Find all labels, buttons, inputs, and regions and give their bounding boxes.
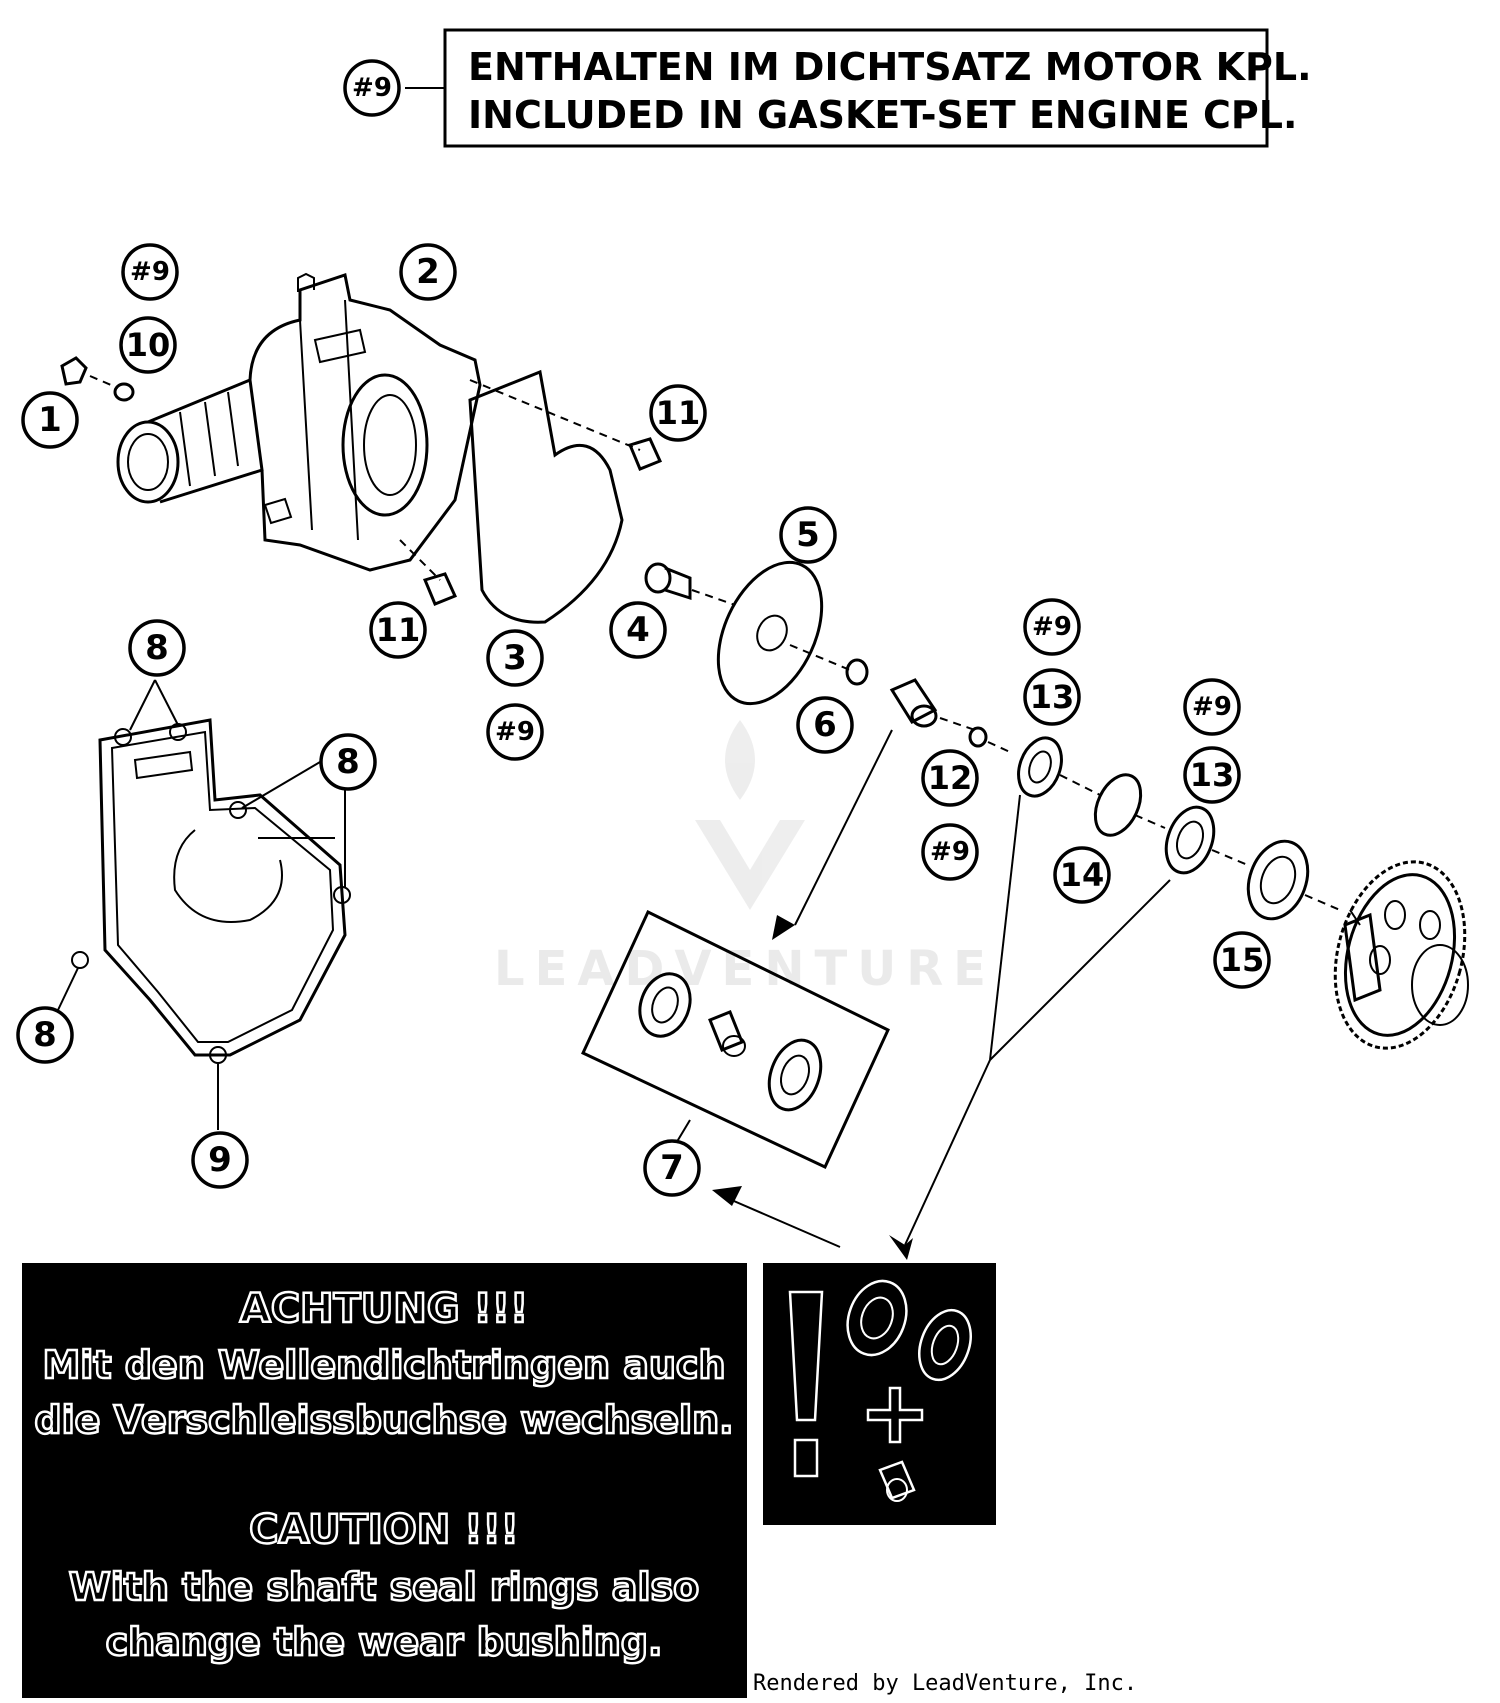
svg-text:7: 7 <box>660 1148 684 1188</box>
part-10-washer <box>113 382 135 402</box>
callout-9-right: #9 <box>1183 678 1241 736</box>
callout-9-bottom: 9 <box>191 1131 249 1189</box>
svg-text:11: 11 <box>656 394 701 432</box>
part-1-bolt <box>60 356 119 389</box>
callout-14: 14 <box>1053 846 1111 904</box>
svg-text:#9: #9 <box>495 717 535 747</box>
callout-11-lower: 11 <box>369 601 427 659</box>
svg-text:#9: #9 <box>352 73 392 103</box>
callout-13-inner: 13 <box>1023 668 1081 726</box>
svg-text:2: 2 <box>416 252 440 292</box>
warning-text-box: ACHTUNG !!! Mit den Wellendichtringen au… <box>22 1263 747 1698</box>
legend: ENTHALTEN IM DICHTSATZ MOTOR KPL. INCLUD… <box>405 28 1312 148</box>
callout-5: 5 <box>779 506 837 564</box>
svg-text:5: 5 <box>796 515 820 555</box>
svg-text:#9: #9 <box>1032 612 1072 642</box>
drive-gear <box>1333 860 1469 1050</box>
legend-line-1: ENTHALTEN IM DICHTSATZ MOTOR KPL. <box>468 45 1312 89</box>
svg-text:6: 6 <box>813 705 837 745</box>
part-8-cover-gasket <box>71 718 351 1064</box>
callout-10: 10 <box>119 316 177 374</box>
svg-text:8: 8 <box>33 1015 57 1055</box>
leadventure-watermark: LEADVENTURE <box>494 720 996 997</box>
warning-line-1-de: Mit den Wellendichtringen auch <box>42 1343 725 1387</box>
callout-12: 12 <box>921 749 979 807</box>
svg-text:1: 1 <box>38 400 62 440</box>
callout-8-top: 8 <box>128 619 186 677</box>
legend-line-2: INCLUDED IN GASKET-SET ENGINE CPL. <box>468 93 1297 137</box>
leader-lines <box>57 679 1171 1260</box>
callout-1: 1 <box>21 391 79 449</box>
part-13-shaft-seal-inner <box>1017 736 1101 798</box>
svg-text:14: 14 <box>1060 856 1105 894</box>
part-4-screw <box>644 562 736 606</box>
warning-line-2-en: change the wear bushing. <box>106 1620 663 1664</box>
svg-text:3: 3 <box>503 638 527 678</box>
part-11-dowel-pin-lower <box>422 572 458 606</box>
part-11-dowel-pin-upper <box>627 437 663 471</box>
warning-title-de: ACHTUNG !!! <box>240 1286 529 1332</box>
part-5-impeller <box>716 560 851 706</box>
callout-9-o-ring: #9 <box>921 823 979 881</box>
svg-text:10: 10 <box>126 326 171 364</box>
svg-text:13: 13 <box>1030 678 1075 716</box>
svg-text:12: 12 <box>928 759 973 797</box>
svg-text:#9: #9 <box>1192 692 1232 722</box>
svg-text:11: 11 <box>376 611 421 649</box>
part-7-kit-box <box>581 909 890 1170</box>
warning-line-2-de: die Verschleissbuchse wechseln. <box>34 1398 733 1442</box>
callout-11-upper: 11 <box>649 384 707 442</box>
render-credit: Rendered by LeadVenture, Inc. <box>753 1671 1137 1696</box>
part-14-circlip <box>1093 773 1166 837</box>
part-15-bearing <box>1246 839 1341 921</box>
svg-text:8: 8 <box>145 628 169 668</box>
callout-4: 4 <box>609 601 667 659</box>
watermark-text: LEADVENTURE <box>494 941 996 997</box>
part-12-o-ring <box>968 726 1011 753</box>
svg-text:13: 13 <box>1190 756 1235 794</box>
callout-9-gasket: #9 <box>486 703 544 761</box>
callout-9-upper-left: #9 <box>121 243 179 301</box>
part-6-seal <box>845 658 869 686</box>
svg-text:#9: #9 <box>130 257 170 287</box>
part-3-gasket <box>468 369 624 624</box>
svg-text:#9: #9 <box>930 837 970 867</box>
svg-text:15: 15 <box>1220 941 1265 979</box>
warning-line-1-en: With the shaft seal rings also <box>69 1565 699 1609</box>
part-7-bushing <box>889 678 976 731</box>
callouts: #9 #9 10 1 2 11 11 3 #9 5 4 6 #9 13 12 #… <box>16 59 1271 1197</box>
warning-title-en: CAUTION !!! <box>249 1507 519 1553</box>
callout-13-outer: 13 <box>1183 746 1241 804</box>
part-2-pump-cover <box>116 272 641 581</box>
callout-9-mid: #9 <box>1023 598 1081 656</box>
callout-9-legend: #9 <box>343 59 401 117</box>
warning-icon-box <box>763 1263 996 1525</box>
callout-15: 15 <box>1213 931 1271 989</box>
part-13-shaft-seal-outer <box>1164 805 1251 875</box>
callout-6: 6 <box>796 696 854 754</box>
svg-text:4: 4 <box>626 610 650 650</box>
svg-text:8: 8 <box>336 742 360 782</box>
callout-2: 2 <box>399 243 457 301</box>
svg-text:9: 9 <box>208 1140 232 1180</box>
callout-7: 7 <box>643 1139 701 1197</box>
callout-8-right: 8 <box>319 733 377 791</box>
callout-3: 3 <box>486 629 544 687</box>
callout-8-left: 8 <box>16 1006 74 1064</box>
